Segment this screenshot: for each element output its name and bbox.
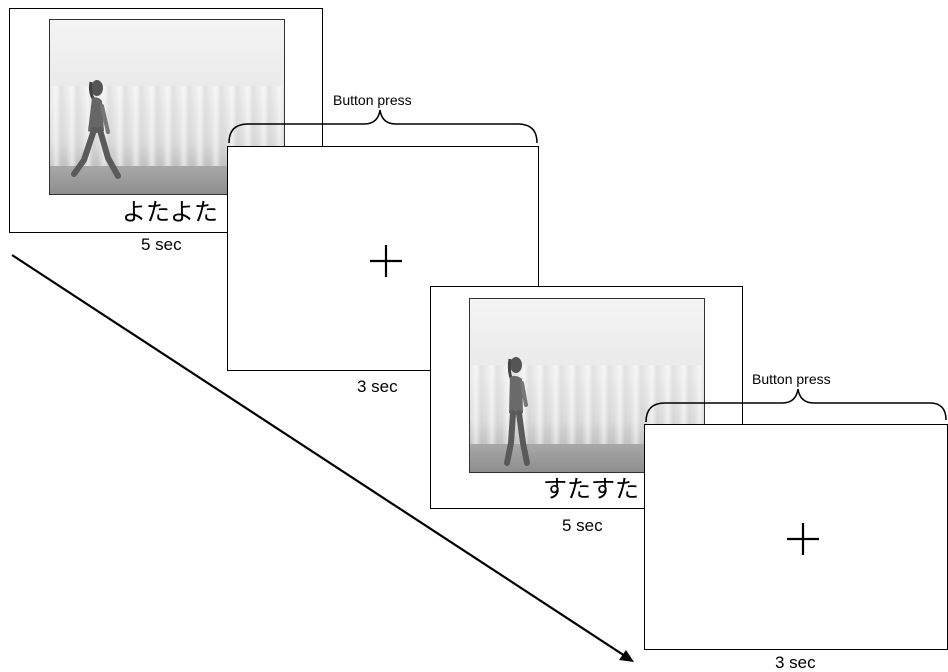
fixation-duration-label-1: 3 sec (357, 378, 398, 395)
button-press-label-1: Button press (333, 93, 412, 107)
fixation-duration-label-2: 3 sec (775, 654, 816, 671)
stimulus-word-1: よたよた (122, 200, 218, 224)
button-press-label-2: Button press (752, 372, 831, 386)
fixation-cross-2 (787, 523, 819, 555)
timeline-arrowhead (619, 650, 634, 662)
fixation-frame-2 (644, 424, 948, 650)
fixation-cross-1 (370, 245, 402, 277)
stimulus-duration-label-2: 5 sec (562, 517, 603, 534)
stimulus-duration-label-1: 5 sec (141, 236, 182, 253)
stimulus-word-2: すたすた (543, 477, 639, 501)
